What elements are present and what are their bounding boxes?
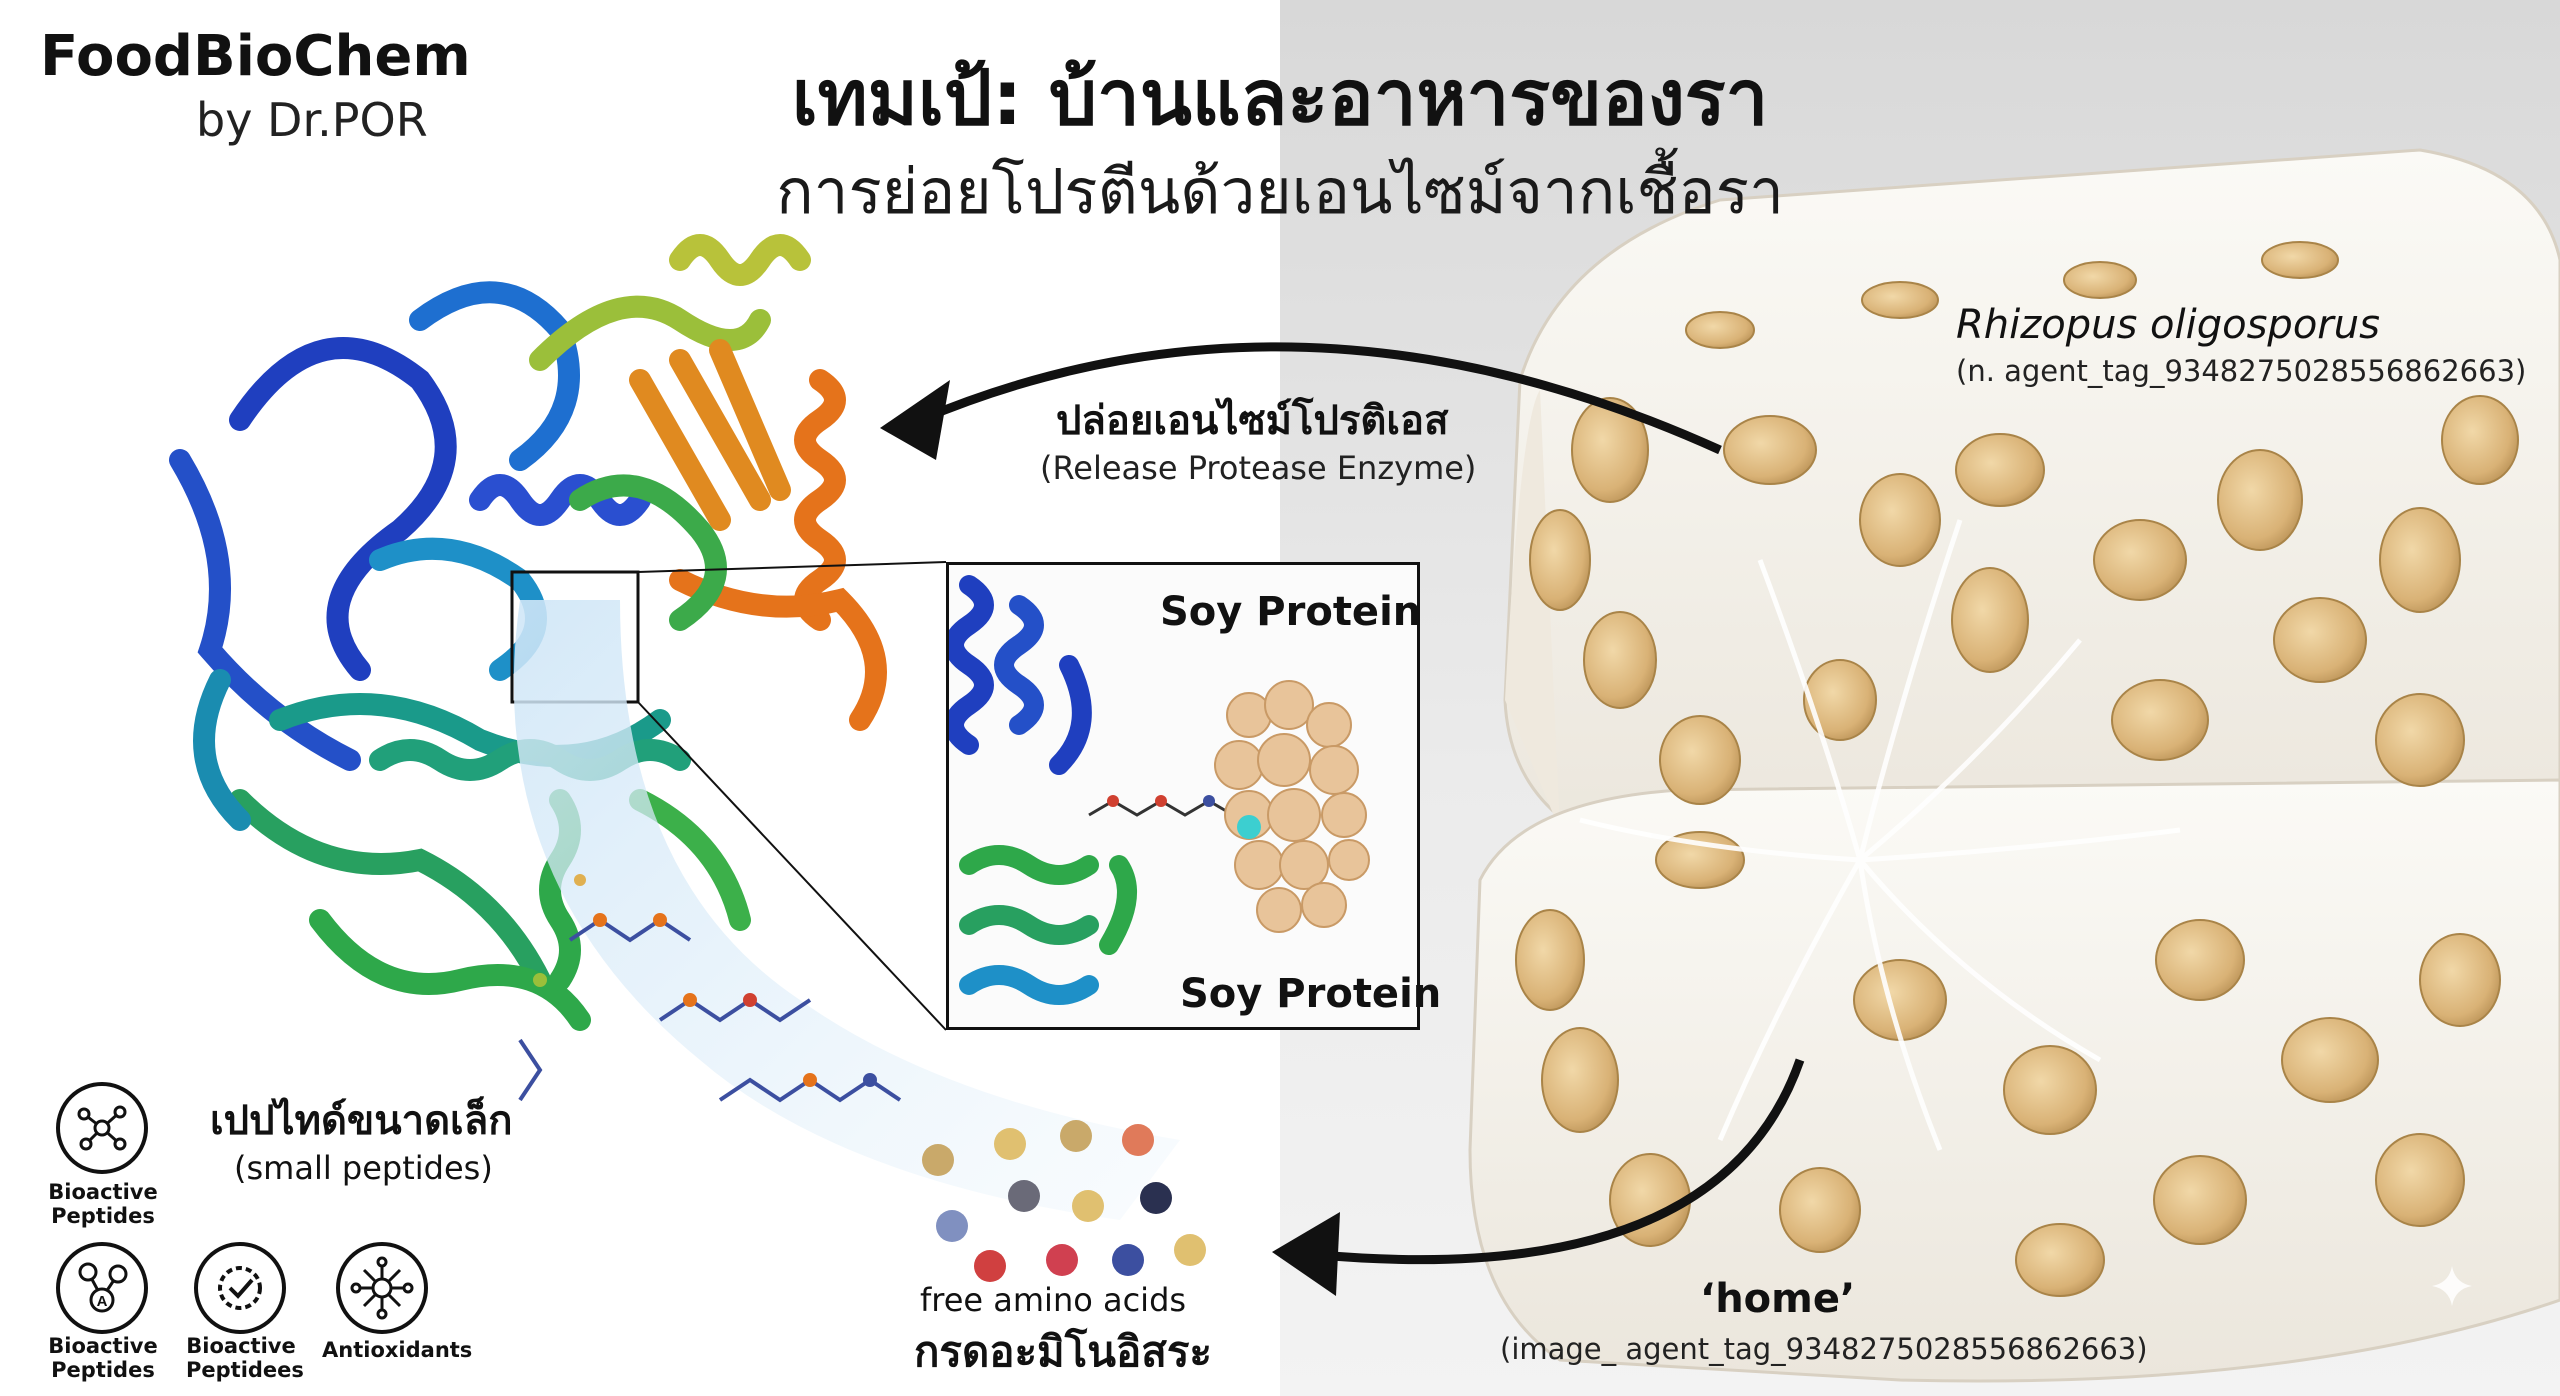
icon-label-4: Antioxidants bbox=[322, 1338, 473, 1362]
page-subtitle: การย่อยโปรตีนด้วยเอนไซม์จากเชื้อรา bbox=[776, 155, 1784, 228]
release-label-th: ปล่อยเอนไซม์โปรติเอส bbox=[1056, 398, 1449, 444]
antioxidant-network-icon bbox=[336, 1242, 428, 1334]
brand-author: by Dr.POR bbox=[196, 93, 428, 147]
peptides-label-en: (small peptides) bbox=[234, 1149, 493, 1187]
organism-tag: (n. agent_tag_9348275028556862663) bbox=[1956, 354, 2527, 388]
gear-check-icon bbox=[194, 1242, 286, 1334]
molecule-network-icon bbox=[56, 1082, 148, 1174]
release-label-en: (Release Protease Enzyme) bbox=[1040, 449, 1477, 487]
brand-name: FoodBioChem bbox=[40, 24, 471, 89]
peptides-label-th: เปปไทด์ขนาดเล็ก bbox=[210, 1098, 513, 1144]
zoom-inset-soy-protein bbox=[946, 562, 1420, 1030]
home-label: ‘home’ bbox=[1700, 1276, 1856, 1322]
atom-a-icon: A bbox=[56, 1242, 148, 1334]
amino-acids-label-en: free amino acids bbox=[920, 1281, 1187, 1319]
release-enzyme-arrow bbox=[918, 342, 1722, 455]
peptide-stream bbox=[513, 600, 1180, 1220]
page-title: เทมเป้: บ้านและอาหารของรา bbox=[791, 53, 1769, 142]
soy-protein-label-top: Soy Protein bbox=[1160, 589, 1422, 635]
sparkle-icon bbox=[2432, 1266, 2472, 1306]
free-amino-acids-cluster bbox=[922, 1120, 1206, 1282]
svg-text:A: A bbox=[97, 1293, 108, 1310]
organism-name: Rhizopus oligosporus bbox=[1956, 302, 2380, 348]
home-tag: (image_ agent_tag_9348275028556862663) bbox=[1500, 1332, 2148, 1366]
soy-protein-label-bottom: Soy Protein bbox=[1180, 971, 1442, 1017]
home-arrow bbox=[1319, 1058, 1805, 1265]
protease-enzyme-structure bbox=[169, 234, 947, 1031]
amino-acids-label-th: กรดอะมิโนอิสระ bbox=[914, 1327, 1212, 1376]
